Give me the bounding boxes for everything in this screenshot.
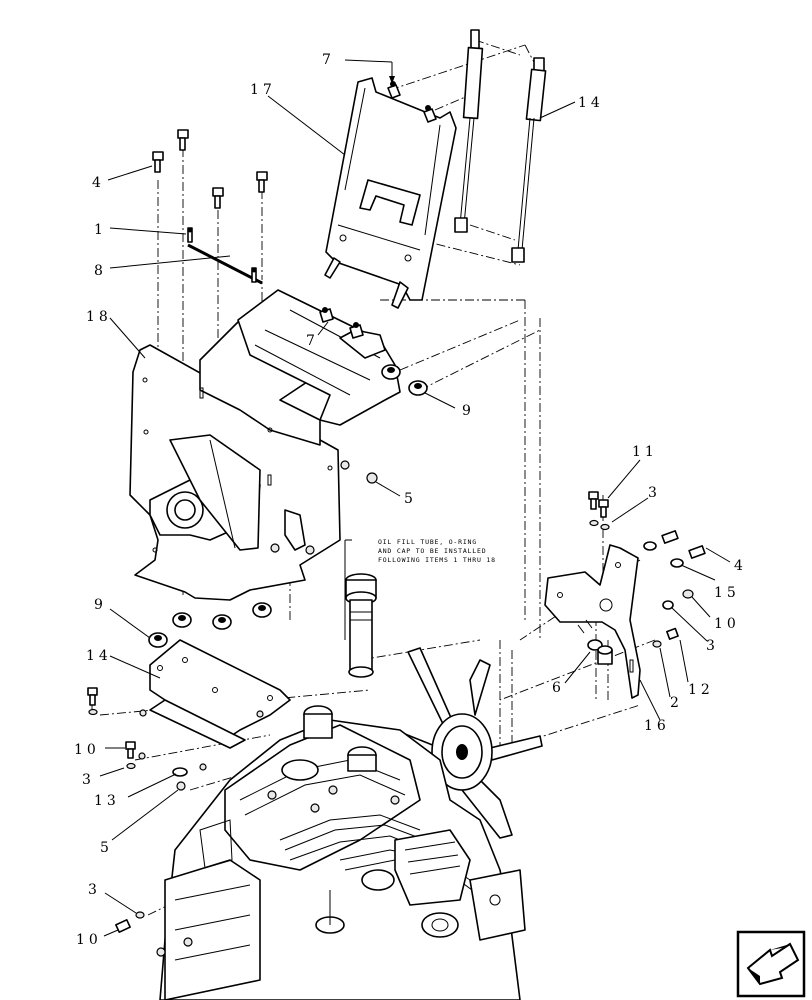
callout-5-upper: 5 <box>404 491 417 507</box>
note-line-3: FOLLOWING ITEMS 1 THRU 18 <box>378 556 496 564</box>
side-bracket-15 <box>544 544 641 699</box>
callout-8: 8 <box>94 263 107 279</box>
lower-left-fasteners <box>87 687 264 791</box>
callout-4-right: 4 <box>734 558 747 574</box>
callout-labels: 7 17 14 4 1 8 18 7 9 5 11 3 4 15 10 3 12… <box>74 52 747 948</box>
callout-15: 16 <box>644 718 670 734</box>
hinged-plate-17 <box>324 77 457 309</box>
callout-3-left-upper: 3 <box>82 772 95 788</box>
bracket-16 <box>149 639 291 749</box>
callout-10-bottom: 10 <box>76 932 102 948</box>
installation-note: OIL FILL TUBE, O-RING AND CAP TO BE INST… <box>378 538 496 564</box>
engine-bolts <box>115 911 145 933</box>
callout-16: 14 <box>86 648 112 664</box>
engine-assembly <box>156 647 543 1000</box>
callout-7-lower: 7 <box>306 333 319 349</box>
callout-13: 14 <box>578 95 604 111</box>
callout-3-right-top: 3 <box>648 485 661 501</box>
leader-lines <box>99 59 731 937</box>
hinge-bolts-upper <box>387 81 437 123</box>
callout-3-right-lower: 3 <box>706 638 719 654</box>
callout-3-left-lower: 3 <box>88 882 101 898</box>
gas-strut-right <box>511 57 547 263</box>
callout-6: 6 <box>552 680 565 696</box>
isolators-lower <box>148 602 272 648</box>
note-line-1: OIL FILL TUBE, O-RING <box>378 538 477 546</box>
next-page-arrow-icon[interactable] <box>736 930 806 998</box>
callout-14-right: 15 <box>714 585 740 601</box>
gas-strut-left <box>454 29 484 233</box>
isolators-upper <box>381 364 428 396</box>
callout-10-left: 10 <box>74 742 100 758</box>
callout-2: 2 <box>670 695 683 711</box>
rod-8 <box>187 227 264 285</box>
main-frame-18 <box>129 289 401 601</box>
callout-7-top: 7 <box>322 52 335 68</box>
oil-fill-tube <box>344 539 377 678</box>
callout-17: 17 <box>250 82 276 98</box>
callout-11: 11 <box>632 444 658 460</box>
top-bolts <box>152 129 268 209</box>
callout-12: 12 <box>688 682 714 698</box>
callout-1: 1 <box>94 222 107 238</box>
callout-9-lower: 9 <box>94 597 107 613</box>
callout-18: 18 <box>86 309 112 325</box>
callout-14-left: 13 <box>94 793 120 809</box>
hinge-bolts-lower <box>319 307 364 339</box>
callout-9-upper: 9 <box>462 403 475 419</box>
note-line-2: AND CAP TO BE INSTALLED <box>378 547 486 555</box>
right-side-fasteners <box>577 491 706 665</box>
callout-4-top: 4 <box>92 175 105 191</box>
callout-10-right: 10 <box>714 616 740 632</box>
callout-5-lower: 5 <box>100 840 113 856</box>
